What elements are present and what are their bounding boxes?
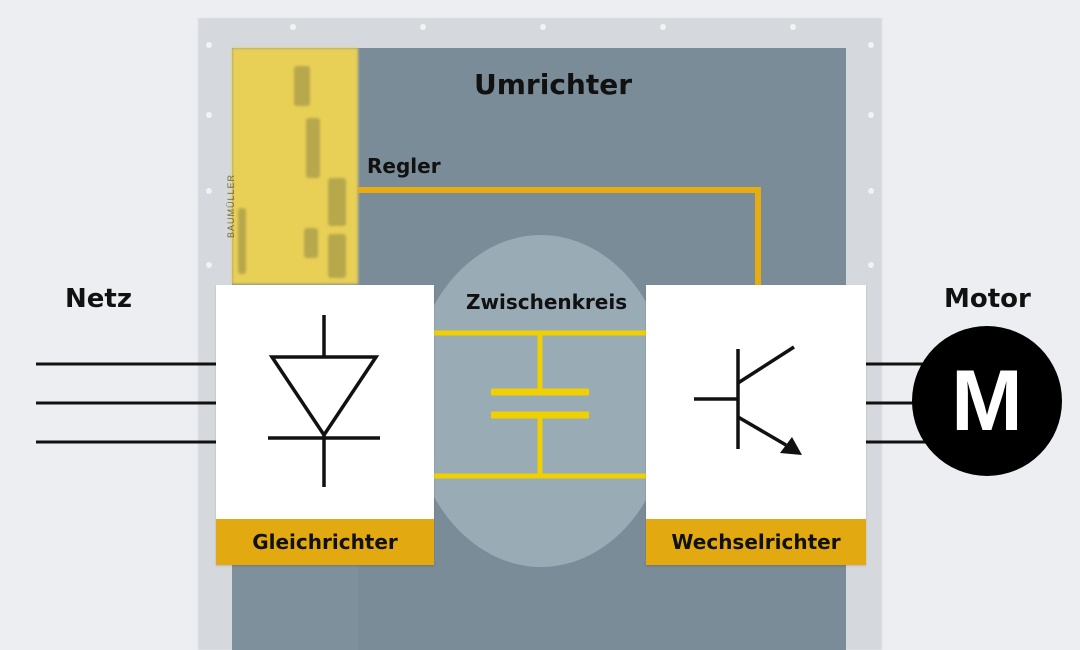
- motor-icon: M: [912, 326, 1062, 476]
- capacitor-icon: [491, 388, 589, 419]
- controller-label: Regler: [367, 154, 441, 178]
- motor-symbol: M: [951, 353, 1023, 449]
- dc-link-label: Zwischenkreis: [466, 290, 628, 314]
- inverter-label: Wechselrichter: [646, 519, 866, 565]
- mains-label: Netz: [65, 284, 132, 314]
- diode-icon: [268, 315, 380, 487]
- mains-lines: [36, 362, 216, 444]
- motor-label: Motor: [944, 284, 1031, 314]
- controller-brand: BAUMÜLLER: [226, 173, 236, 238]
- rectifier-label: Gleichrichter: [216, 519, 434, 565]
- rectifier-block: Gleichrichter: [216, 285, 434, 565]
- controller-module: [232, 48, 358, 284]
- inverter-block: Wechselrichter: [646, 285, 866, 565]
- diagram-title: Umrichter: [474, 68, 633, 101]
- transistor-icon: [694, 345, 802, 455]
- dc-link-area: [410, 235, 672, 567]
- dc-bus: [434, 330, 646, 479]
